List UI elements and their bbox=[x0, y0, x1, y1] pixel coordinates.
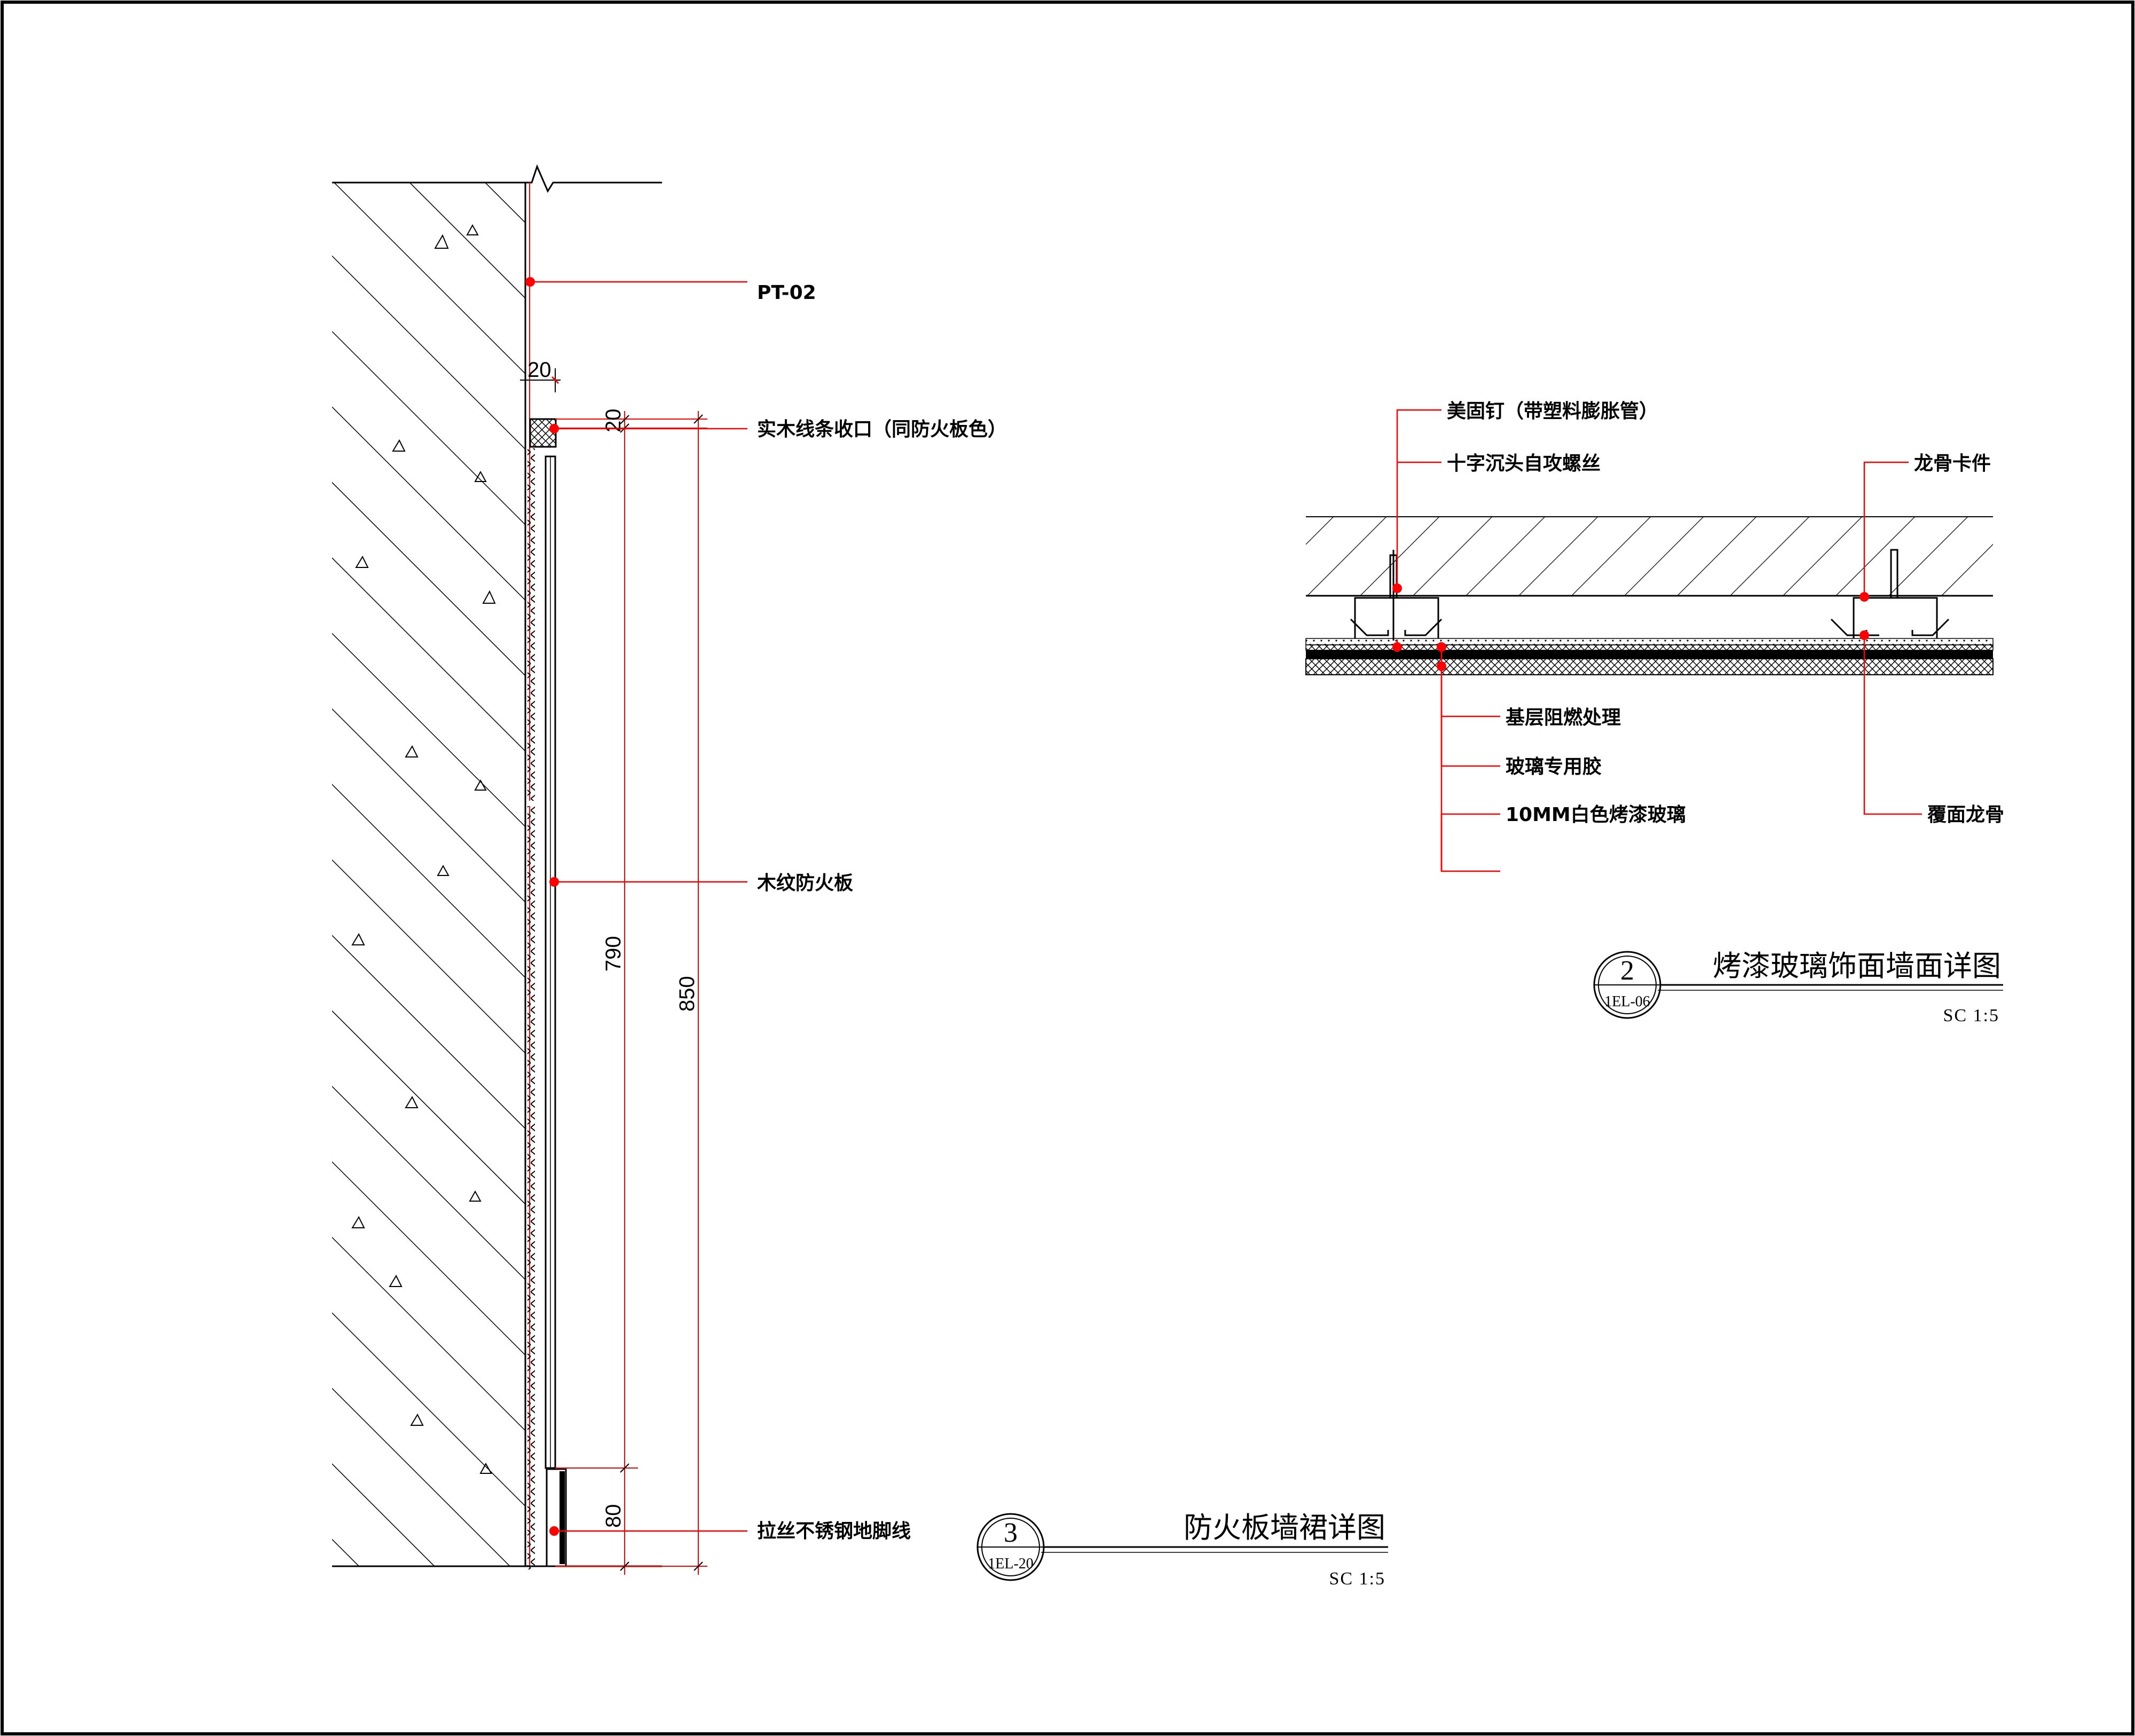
layer-glue bbox=[1306, 650, 1993, 659]
dim-total-value: 850 bbox=[675, 976, 699, 1012]
title-block-2: 2 1EL-06 烤漆玻璃饰面墙面详图 SC 1:5 bbox=[1593, 949, 2003, 1025]
leaders-2 bbox=[1396, 409, 1922, 872]
wood-trim bbox=[529, 418, 557, 448]
detail-3-section: 20 20 790 80 850 PT-02 实 bbox=[332, 164, 1388, 1589]
label-skirting: 拉丝不锈钢地脚线 bbox=[757, 1520, 911, 1542]
label-pt02: PT-02 bbox=[757, 282, 816, 304]
aggregate-marks bbox=[351, 224, 496, 1474]
label-wood-trim: 实木线条收口（同防火板色） bbox=[757, 419, 1007, 440]
title-2-name: 烤漆玻璃饰面墙面详图 bbox=[1713, 949, 2001, 983]
detail-2-plan: 美固钉（带塑料膨胀管） 十字沉头自攻螺丝 龙骨卡件 基层阻燃处理 玻璃专用胶 1… bbox=[1305, 400, 2004, 1025]
keel-right bbox=[1830, 549, 1950, 638]
wall-base bbox=[1306, 517, 1993, 596]
dim-mid-value: 790 bbox=[602, 936, 625, 972]
title-block-3: 3 1EL-20 防火板墙裙详图 SC 1:5 bbox=[976, 1511, 1388, 1589]
label-anchor: 美固钉（带塑料膨胀管） bbox=[1447, 400, 1658, 422]
leaders-3 bbox=[530, 281, 747, 1532]
title-3-number: 3 bbox=[1004, 1518, 1018, 1548]
title-3-name: 防火板墙裙详图 bbox=[1184, 1511, 1385, 1544]
title-3-scale: SC 1:5 bbox=[1329, 1569, 1385, 1589]
title-3-ref: 1EL-20 bbox=[988, 1556, 1034, 1572]
leader-dots-3 bbox=[525, 277, 559, 1536]
title-2-number: 2 bbox=[1620, 956, 1634, 986]
leader-dots-2 bbox=[1392, 583, 1869, 671]
title-2-scale: SC 1:5 bbox=[1943, 1006, 1999, 1025]
label-clip: 龙骨卡件 bbox=[1914, 453, 1991, 475]
title-2-ref: 1EL-06 bbox=[1604, 993, 1650, 1010]
dim-gap-value: 20 bbox=[527, 358, 552, 382]
backing-strip bbox=[527, 448, 535, 1569]
layer-glass bbox=[1305, 658, 1994, 675]
dim-gap: 20 bbox=[520, 358, 561, 392]
label-fireproof: 基层阻燃处理 bbox=[1506, 707, 1621, 729]
label-glue: 玻璃专用胶 bbox=[1506, 756, 1602, 778]
break-line bbox=[332, 164, 662, 193]
layer-fireproof bbox=[1305, 638, 1994, 645]
label-fire-board: 木纹防火板 bbox=[757, 872, 853, 894]
label-glass: 10MM白色烤漆玻璃 bbox=[1506, 804, 1686, 826]
label-keel: 覆面龙骨 bbox=[1927, 804, 2004, 826]
dim-bottom-value: 80 bbox=[602, 1504, 625, 1528]
label-screw: 十字沉头自攻螺丝 bbox=[1447, 453, 1601, 475]
concrete-wall bbox=[332, 183, 525, 1566]
